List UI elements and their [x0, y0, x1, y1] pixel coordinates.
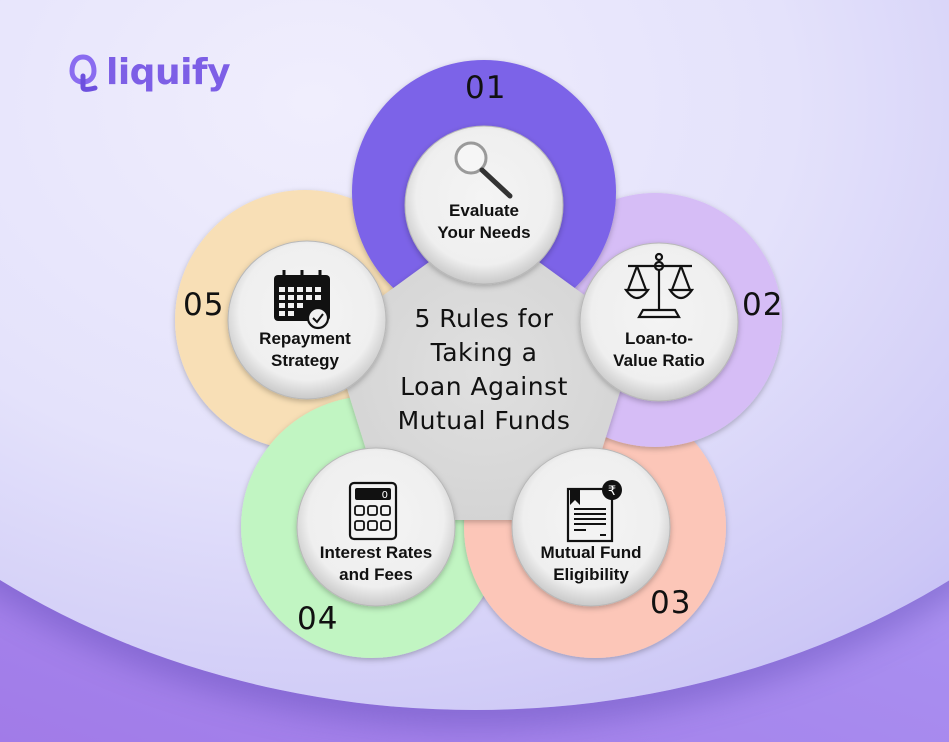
svg-text:₹: ₹: [608, 484, 616, 499]
rule-number-01: 01: [465, 70, 507, 106]
rule-label-02: Loan-to-Value Ratio: [613, 329, 705, 370]
calendar-clock-icon: [274, 270, 330, 330]
svg-text:0: 0: [382, 490, 388, 501]
center-title: 5 Rules for Taking a Loan Against Mutual…: [397, 304, 571, 435]
rupee-document-icon: ₹: [566, 480, 622, 543]
brand-logo: liquify: [68, 52, 231, 93]
loop-q-icon: [69, 53, 98, 92]
rule-number-02: 02: [742, 287, 784, 323]
rule-number-04: 04: [297, 601, 339, 637]
rule-number-03: 03: [650, 585, 692, 621]
calculator-icon: 0: [348, 481, 398, 541]
center-pentagon: [330, 222, 638, 520]
magnifier-icon: [454, 141, 513, 199]
inner-circle-02: [579, 242, 739, 402]
brand-name: liquify: [106, 52, 231, 93]
balance-scale-icon: [623, 252, 695, 319]
rule-number-05: 05: [183, 287, 225, 323]
inner-circle-01: [404, 125, 564, 285]
